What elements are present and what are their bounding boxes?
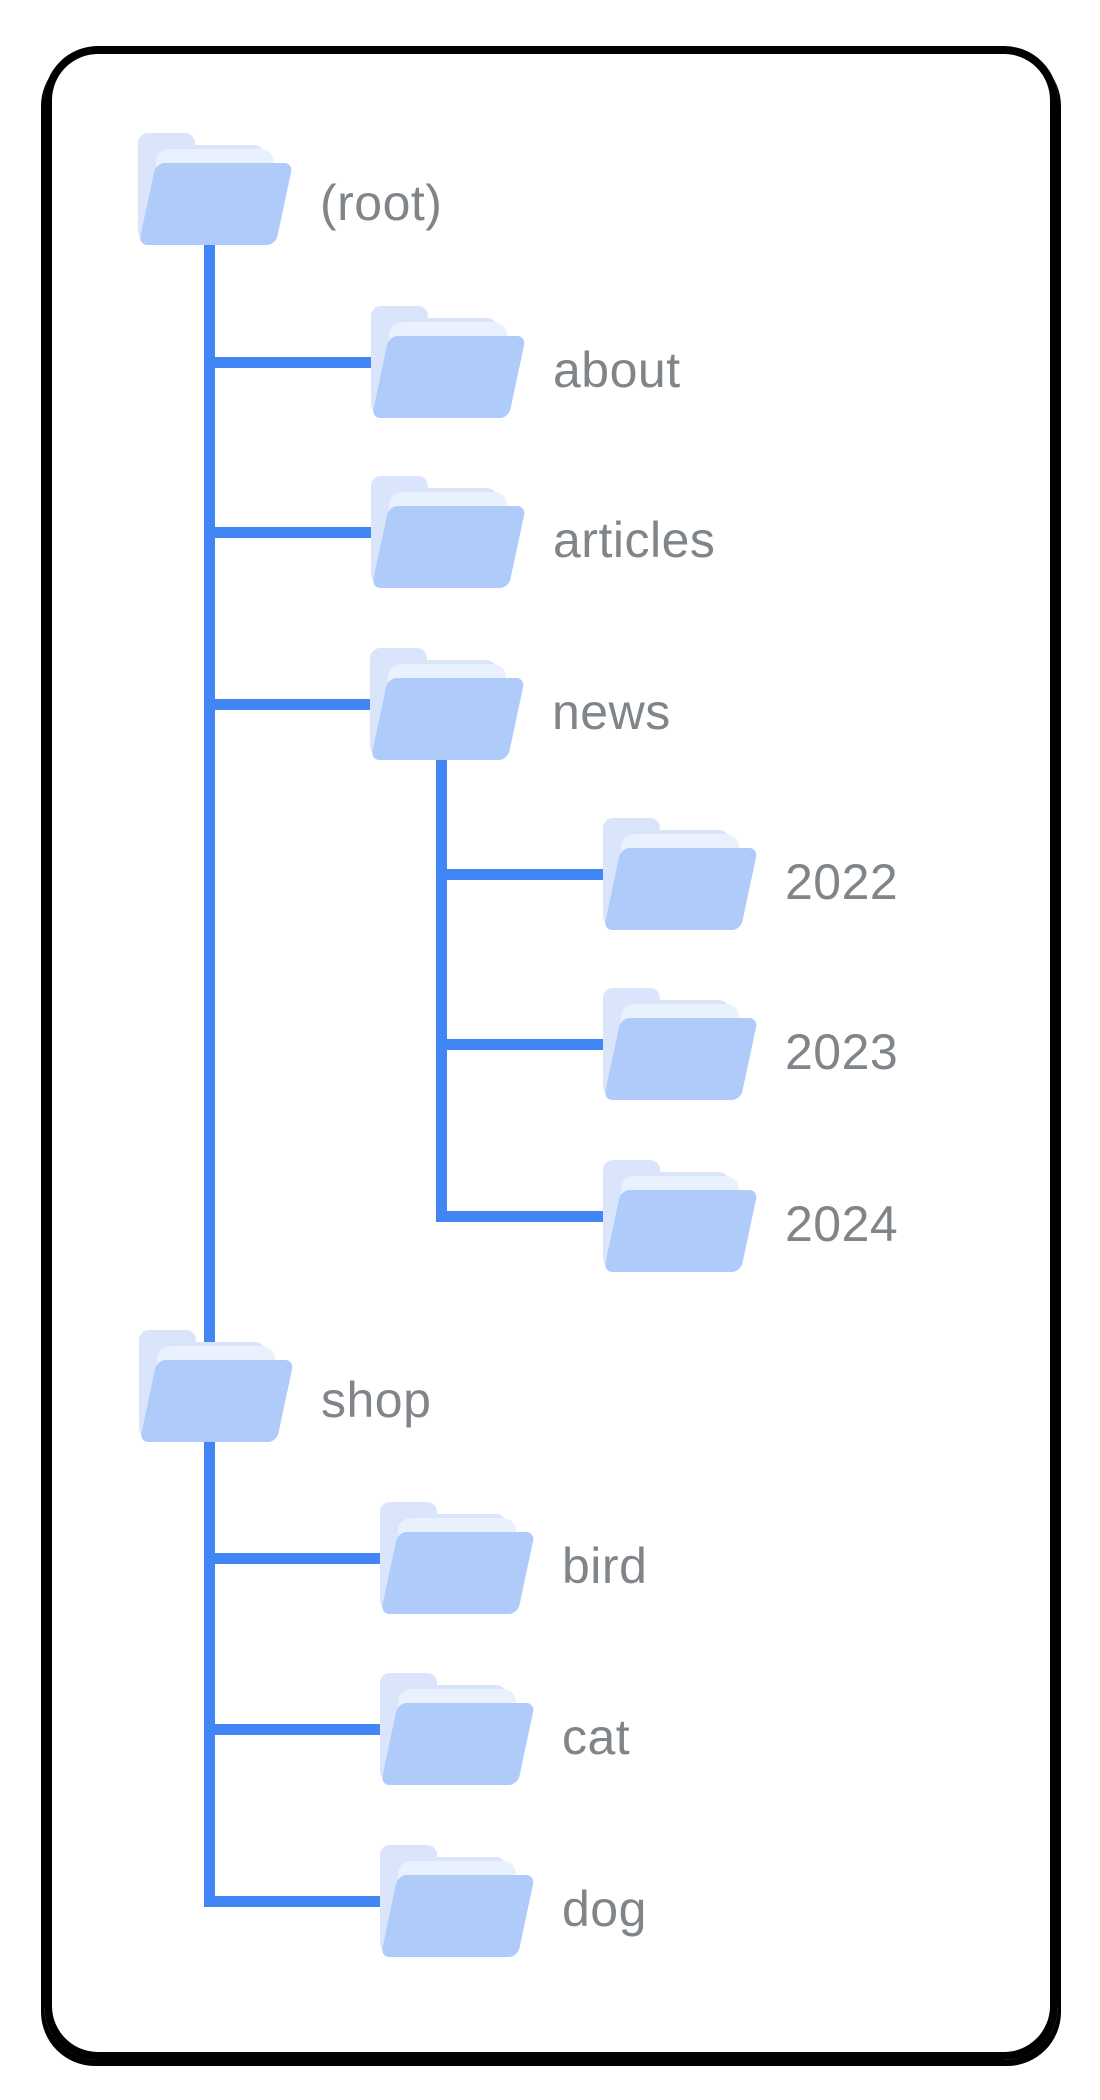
- folder-icon: [370, 648, 525, 760]
- tree-node-about: about: [371, 306, 680, 418]
- folder-icon: [371, 476, 526, 588]
- folder-label: news: [552, 684, 671, 740]
- tree-node-root: (root): [138, 133, 442, 245]
- folder-front-layer: [380, 1532, 535, 1614]
- folder-label: dog: [562, 1881, 647, 1937]
- folder-label: 2023: [785, 1024, 899, 1080]
- folder-front-layer: [370, 678, 525, 760]
- folder-label: 2022: [785, 854, 899, 910]
- folder-front-layer: [380, 1875, 535, 1957]
- folder-front-layer: [603, 1018, 758, 1100]
- tree-node-bird: bird: [380, 1502, 647, 1614]
- folder-front-layer: [603, 1190, 758, 1272]
- tree-node-cat: cat: [380, 1673, 630, 1785]
- connector-trunk-root: [204, 242, 215, 1907]
- folder-icon: [380, 1502, 535, 1614]
- folder-icon: [380, 1845, 535, 1957]
- folder-front-layer: [380, 1703, 535, 1785]
- folder-front-layer: [371, 506, 526, 588]
- connector-branch-2023: [436, 1039, 604, 1050]
- tree-node-2022: 2022: [603, 818, 898, 930]
- tree-node-shop: shop: [139, 1330, 431, 1442]
- folder-icon: [380, 1673, 535, 1785]
- connector-branch-about: [204, 357, 372, 368]
- folder-label: (root): [320, 175, 443, 231]
- folder-icon: [138, 133, 293, 245]
- connector-branch-2022: [436, 869, 604, 880]
- folder-front-layer: [603, 848, 758, 930]
- folder-label: 2024: [785, 1196, 899, 1252]
- diagram-border-frame: [44, 46, 1058, 2060]
- folder-icon: [603, 818, 758, 930]
- folder-label: cat: [562, 1709, 631, 1765]
- tree-node-dog: dog: [380, 1845, 646, 1957]
- folder-label: articles: [553, 512, 716, 568]
- folder-icon: [603, 988, 758, 1100]
- folder-front-layer: [138, 163, 293, 245]
- connector-branch-dog: [204, 1896, 381, 1907]
- connector-branch-cat: [204, 1724, 381, 1735]
- tree-node-2024: 2024: [603, 1160, 898, 1272]
- connector-branch-2024: [436, 1211, 604, 1222]
- connector-trunk-news: [436, 757, 447, 1222]
- folder-front-layer: [371, 336, 526, 418]
- tree-node-2023: 2023: [603, 988, 898, 1100]
- tree-node-articles: articles: [371, 476, 715, 588]
- folder-front-layer: [139, 1360, 294, 1442]
- folder-label: shop: [321, 1372, 432, 1428]
- connector-branch-bird: [204, 1553, 381, 1564]
- tree-node-news: news: [370, 648, 670, 760]
- folder-icon: [139, 1330, 294, 1442]
- connector-branch-news: [204, 699, 371, 710]
- connector-branch-articles: [204, 527, 372, 538]
- folder-label: about: [553, 342, 681, 398]
- folder-icon: [371, 306, 526, 418]
- folder-label: bird: [562, 1538, 648, 1594]
- folder-icon: [603, 1160, 758, 1272]
